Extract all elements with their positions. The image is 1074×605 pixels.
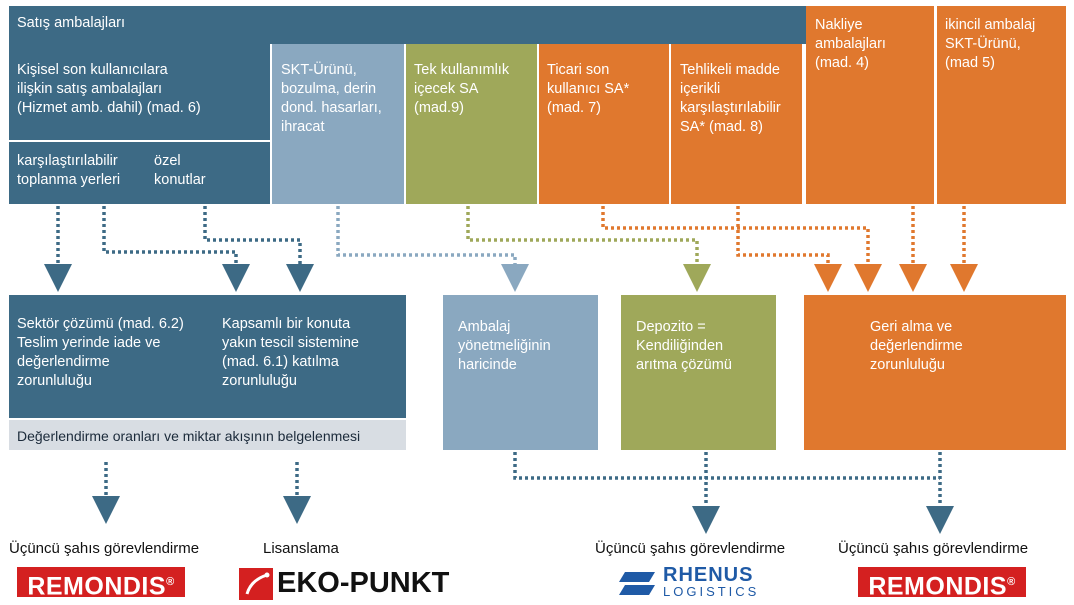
transport-box (806, 6, 934, 204)
remondis-logo-2: REMONDIS® (858, 567, 1026, 601)
connector-commercial-takeback (601, 206, 882, 292)
personal-box (9, 44, 270, 140)
ekopunkt-logo: EKO-PUNKT (239, 566, 451, 600)
remondis-logo-2-text: REMONDIS (868, 572, 1008, 601)
skt-text: SKT-Ürünü, bozulma, derin dond. hasarlar… (281, 62, 382, 135)
deposit-box (621, 295, 776, 450)
takeback-text: Geri alma ve değerlendirme zorunluluğu (870, 319, 963, 373)
rhenus-logo-bottom: LOGISTICS (663, 584, 760, 599)
remondis-logo-1-text: REMONDIS (27, 572, 167, 601)
skt-box (272, 44, 404, 204)
connector-skt-outside (336, 206, 529, 292)
commercial-box (539, 44, 669, 204)
personal-text: Kişisel son kullanıcılara ilişkin satış … (17, 62, 201, 116)
remondis-logo-1: REMONDIS® (17, 567, 185, 601)
connector-private-comprehensive (203, 206, 314, 292)
ekopunkt-logo-text: EKO-PUNKT (277, 567, 450, 599)
connector-comparable-comprehensive (102, 206, 250, 292)
sector-comprehensive-box (9, 295, 406, 418)
registered-mark-2: ® (1007, 576, 1016, 588)
comparable-text: karşılaştırılabilir toplanma yerleri (17, 153, 121, 188)
rhenus-logo: RHENUS LOGISTICS (619, 564, 794, 600)
rhenus-mark-icon (619, 572, 655, 595)
transport-text: Nakliye ambalajları (mad. 4) (815, 17, 886, 71)
single-use-text: Tek kullanımlık içecek SA (mad.9) (414, 62, 510, 116)
label-third-party-1: Üçüncü şahıs görevlendirme (9, 540, 200, 557)
label-third-party-3: Üçüncü şahıs görevlendirme (838, 540, 1029, 557)
private-text: özel konutlar (154, 153, 206, 188)
comprehensive-text: Kapsamlı bir konuta yakın tescil sistemi… (222, 316, 359, 389)
registered-mark-1: ® (166, 576, 175, 588)
header-bar (9, 6, 808, 44)
secondary-box (937, 6, 1066, 204)
hazardous-box (671, 44, 802, 204)
single-use-box (406, 44, 537, 204)
ekopunkt-mark-icon (239, 568, 273, 600)
connector-hazardous-takeback (736, 206, 842, 292)
comparable-private-box (9, 142, 270, 204)
outside-text: Ambalaj yönetmeliğinin haricinde (458, 319, 551, 373)
documentation-bar (9, 420, 406, 450)
hazardous-text: Tehlikeli madde içerikli karşılaştırılab… (680, 62, 781, 135)
connector-singleuse-deposit (466, 206, 711, 292)
label-licensing: Lisanslama (263, 540, 339, 557)
outside-box (443, 295, 598, 450)
connector-outside-takeback-line (513, 452, 940, 480)
takeback-box (804, 295, 1066, 450)
header-title: Satış ambalajları (17, 15, 125, 31)
documentation-text: Değerlendirme oranları ve miktar akışını… (17, 428, 361, 444)
label-third-party-2: Üçüncü şahıs görevlendirme (595, 540, 786, 557)
deposit-text: Depozito = Kendiliğinden arıtma çözümü (636, 319, 732, 373)
rhenus-logo-top: RHENUS (663, 564, 754, 586)
sector-text: Sektör çözümü (mad. 6.2) Teslim yerinde … (17, 316, 184, 389)
commercial-text: Ticari son kullanıcı SA* (mad. 7) (547, 62, 630, 116)
secondary-text: ikincil ambalaj SKT-Ürünü, (mad 5) (945, 17, 1036, 71)
